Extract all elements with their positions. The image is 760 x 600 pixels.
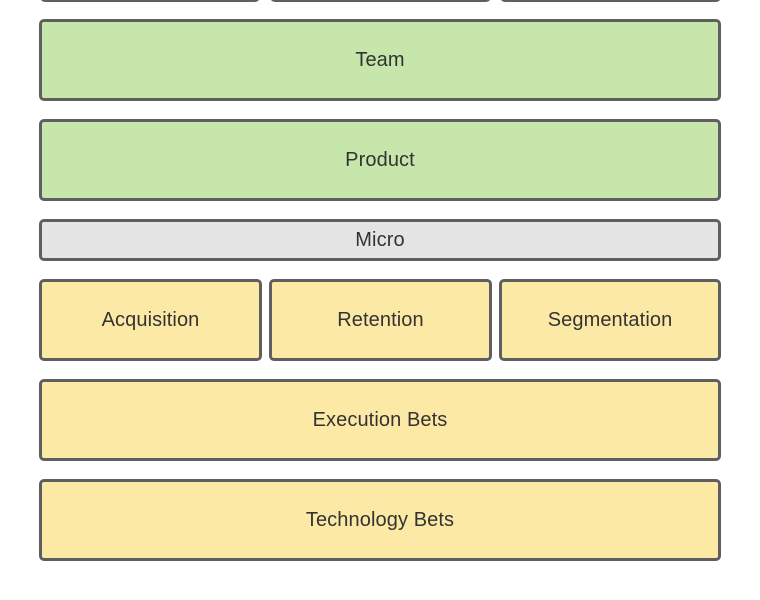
acquisition-label: Acquisition <box>101 308 200 331</box>
technology-bets-block[interactable]: Technology Bets <box>39 479 721 561</box>
execution-bets-label: Execution Bets <box>312 408 448 431</box>
cropped-top-block-right <box>500 0 721 2</box>
cropped-top-block-middle <box>270 0 491 2</box>
micro-label: Micro <box>355 228 405 251</box>
segmentation-block[interactable]: Segmentation <box>499 279 721 361</box>
cropped-top-block-left <box>40 0 260 2</box>
product-block[interactable]: Product <box>39 119 721 201</box>
micro-block[interactable]: Micro <box>39 219 721 261</box>
product-label: Product <box>345 148 415 171</box>
technology-bets-label: Technology Bets <box>305 508 455 531</box>
retention-label: Retention <box>337 308 424 331</box>
team-label: Team <box>355 48 405 71</box>
segmentation-label: Segmentation <box>547 308 673 331</box>
retention-block[interactable]: Retention <box>269 279 492 361</box>
acquisition-block[interactable]: Acquisition <box>39 279 262 361</box>
execution-bets-block[interactable]: Execution Bets <box>39 379 721 461</box>
team-block[interactable]: Team <box>39 19 721 101</box>
